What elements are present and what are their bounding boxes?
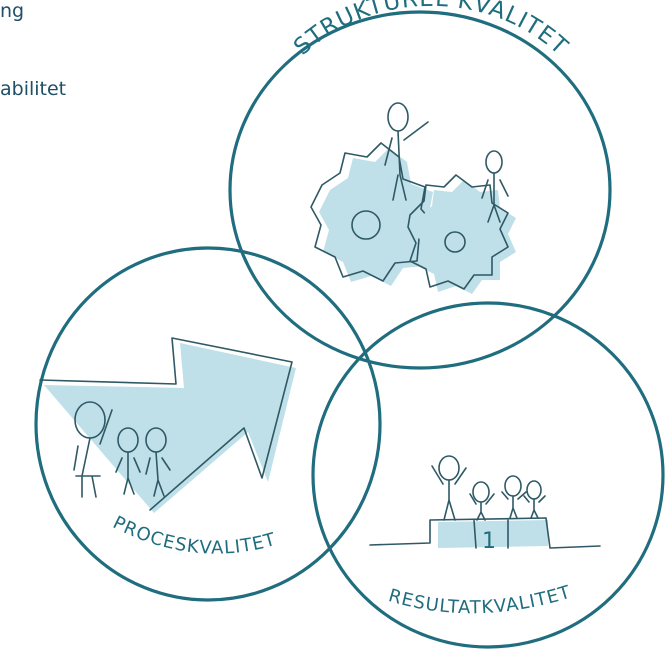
winners-people-icon — [431, 455, 546, 521]
cut-off-text-second: abilitet — [0, 78, 67, 100]
gears-icon — [310, 142, 516, 294]
resultat-label: RESULTATKVALITET — [386, 582, 573, 619]
proces-label: PROCESKVALITET — [110, 512, 279, 558]
cut-off-text-top: ng — [0, 0, 25, 22]
growth-arrow-icon — [39, 337, 296, 513]
proces-people-icon — [73, 401, 171, 498]
struktur-label: STRUKTUREL KVALITET — [289, 0, 573, 61]
struktur-people-icon — [384, 102, 509, 223]
podium-number: 1 — [482, 529, 497, 554]
proces-circle — [34, 246, 382, 602]
resultat-circle — [311, 301, 665, 649]
podium-icon: 1 — [369, 517, 601, 554]
struktur-circle — [228, 10, 612, 370]
